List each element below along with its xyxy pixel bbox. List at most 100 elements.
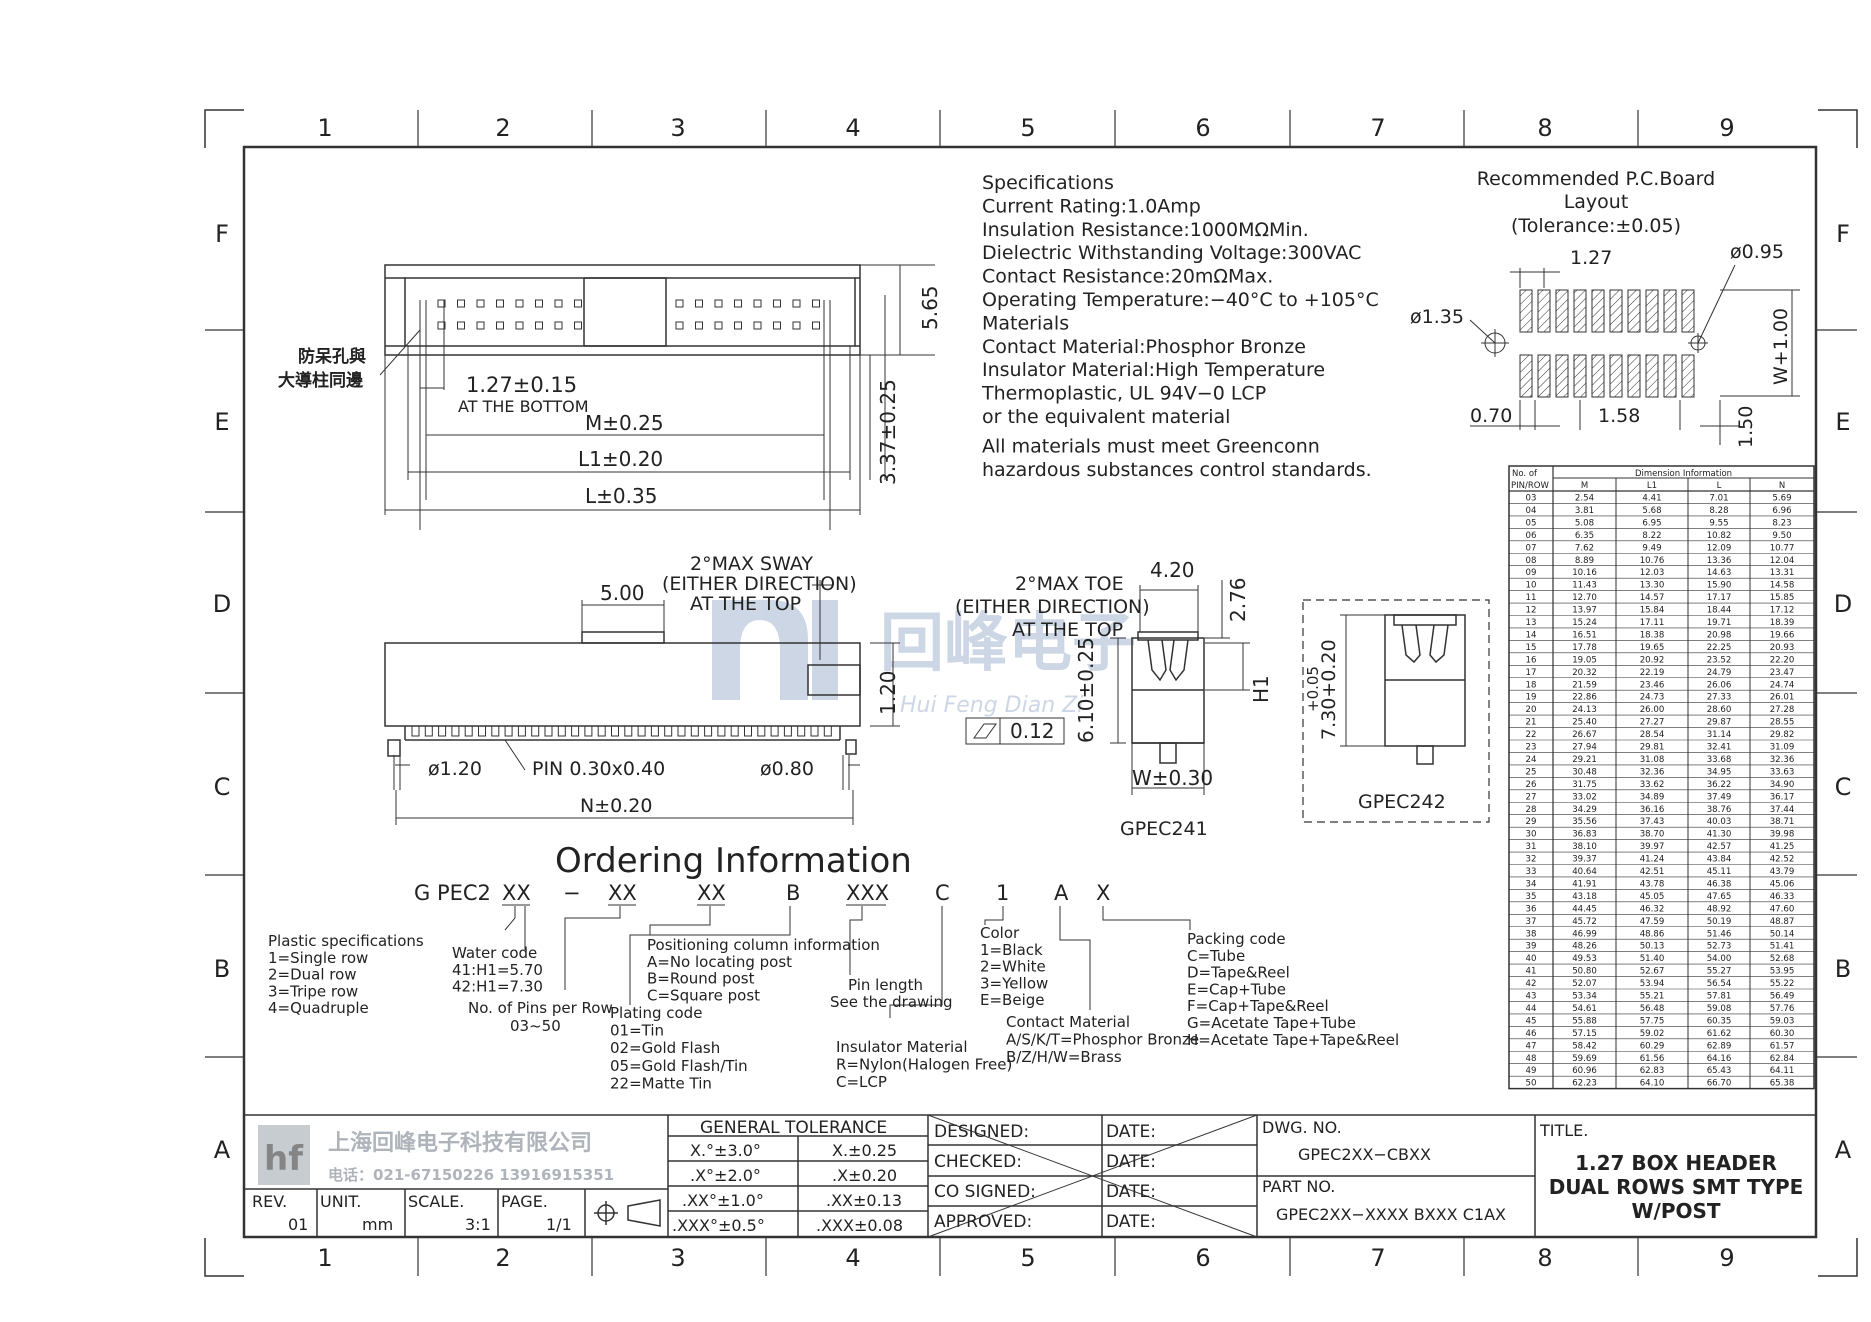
table-cell: 50.80 — [1572, 967, 1597, 977]
dim-phi-120: ø1.20 — [428, 758, 482, 780]
side-pin — [424, 725, 433, 737]
table-cell: 36.22 — [1707, 780, 1732, 790]
table-row-pins: 27 — [1526, 792, 1537, 802]
scale-value: 3:1 — [465, 1215, 491, 1234]
ordering-plastic-line: 2=Dual row — [268, 966, 357, 984]
spec-line: Insulation Resistance:1000MΩMin. — [982, 219, 1309, 241]
pcb-layout: Recommended P.C.Board Layout (Tolerance:… — [1410, 168, 1800, 448]
table-cell: 24.73 — [1640, 693, 1665, 703]
pin-square — [574, 299, 582, 308]
table-cell: 60.96 — [1572, 1066, 1597, 1076]
table-row-pins: 21 — [1526, 718, 1537, 728]
scale-label: SCALE. — [408, 1192, 464, 1211]
col-label-top: 9 — [1719, 114, 1734, 142]
tol-angle-4: .XXX°±0.5° — [672, 1216, 765, 1235]
table-cell: 33.02 — [1572, 792, 1597, 802]
pin-square — [675, 321, 684, 330]
table-cell: 61.56 — [1640, 1054, 1665, 1064]
table-cell: 44.45 — [1572, 904, 1597, 914]
table-cell: 62.83 — [1640, 1066, 1665, 1076]
table-cell: 25.40 — [1572, 718, 1597, 728]
ordering-plastic-line: 4=Quadruple — [268, 999, 369, 1017]
dwg-no-value: GPEC2XX−CBXX — [1298, 1145, 1431, 1164]
table-cell: 45.05 — [1640, 892, 1665, 902]
side-view-text: 2°MAX SWAY (EITHER DIRECTION) AT THE TOP… — [428, 553, 900, 817]
side-pin — [770, 725, 779, 737]
pcb-pad — [1519, 289, 1533, 333]
date-label: DATE: — [1106, 1152, 1156, 1172]
table-cell: 42.51 — [1640, 867, 1665, 877]
table-row-pins: 15 — [1526, 643, 1537, 653]
pin-square — [734, 299, 742, 308]
side-pin — [478, 725, 486, 737]
side-pin — [571, 725, 580, 737]
pcb-pad — [1555, 354, 1569, 398]
table-cell: 38.76 — [1707, 805, 1732, 815]
table-cell: 56.49 — [1770, 992, 1795, 1002]
table-row-pins: 11 — [1526, 593, 1537, 603]
title-line-2: DUAL ROWS SMT TYPE — [1549, 1175, 1804, 1199]
table-cell: 62.89 — [1707, 1041, 1732, 1051]
dwg-no-label: DWG. NO. — [1262, 1118, 1342, 1137]
ordering-plating-line: 05=Gold Flash/Tin — [610, 1057, 748, 1075]
col-label-top: 6 — [1195, 114, 1210, 142]
table-cell: 34.29 — [1572, 805, 1597, 815]
code-color: A — [1054, 881, 1069, 905]
col-label-top: 5 — [1020, 114, 1035, 142]
pcb-dim-pad-gap: 1.58 — [1598, 405, 1640, 427]
pcb-pad — [1663, 354, 1677, 398]
table-row-pins: 49 — [1526, 1066, 1537, 1076]
top-view — [384, 264, 861, 356]
row-label-left: F — [215, 220, 229, 248]
table-cell: 28.60 — [1707, 705, 1732, 715]
designed-label: DESIGNED: — [934, 1122, 1029, 1142]
pin-square — [496, 299, 504, 308]
table-cell: 46.33 — [1770, 892, 1795, 902]
table-cell: 28.54 — [1640, 730, 1665, 740]
table-cell: 10.16 — [1572, 568, 1597, 578]
watermark: 回峰电子 Hui Feng Dian Zi — [712, 600, 1136, 718]
pin-square — [753, 299, 762, 308]
ordering-plating-line: Plating code — [610, 1004, 702, 1022]
table-cell: 14.63 — [1707, 568, 1732, 578]
table-cell: 18.38 — [1640, 631, 1665, 641]
pin-square — [535, 299, 543, 308]
note-fool-proof: 防呆孔與 — [298, 346, 366, 367]
rev-label: REV. — [252, 1192, 287, 1211]
table-cell: 57.75 — [1640, 1016, 1665, 1026]
pcb-dim-pitch: 1.27 — [1570, 247, 1612, 269]
table-row-pins: 04 — [1526, 506, 1537, 516]
table-cell: 39.98 — [1770, 830, 1795, 840]
table-cell: 15.84 — [1640, 606, 1665, 616]
table-row-pins: 42 — [1526, 979, 1537, 989]
table-cell: 51.46 — [1707, 929, 1732, 939]
table-row-pins: 18 — [1526, 680, 1537, 690]
pin-square — [496, 321, 504, 330]
pin-square — [773, 299, 781, 308]
table-cell: 56.54 — [1707, 979, 1732, 989]
logo-icon — [258, 1125, 310, 1185]
table-row-pins: 29 — [1526, 817, 1537, 827]
table-cell: 24.74 — [1770, 680, 1795, 690]
table-cell: 57.15 — [1572, 1029, 1597, 1039]
spec-line: Current Rating:1.0Amp — [982, 195, 1201, 217]
gpec242-text: 7.30+0.20 +0.05 GPEC242 — [1304, 639, 1446, 813]
label-gpec241: GPEC241 — [1120, 818, 1208, 840]
col-label-top: 3 — [670, 114, 685, 142]
table-cell: 12.09 — [1707, 543, 1732, 553]
col-label-bottom: 5 — [1020, 1244, 1035, 1272]
pin-square — [457, 299, 465, 308]
table-cell: 52.07 — [1572, 979, 1597, 989]
watermark-cn: 回峰电子 — [880, 607, 1136, 681]
table-cell: 12.04 — [1770, 556, 1795, 566]
table-cell: 65.43 — [1707, 1066, 1732, 1076]
spec-line: Thermoplastic, UL 94V−0 LCP — [981, 383, 1266, 405]
table-cell: 33.62 — [1640, 780, 1665, 790]
table-row-pins: 31 — [1526, 842, 1537, 852]
ordering-plastic-line: 3=Tripe row — [268, 982, 358, 1000]
table-col-header: L1 — [1647, 481, 1657, 491]
table-cell: 48.92 — [1707, 904, 1732, 914]
dim-pitch-note: AT THE BOTTOM — [458, 397, 589, 416]
pcb-pad — [1681, 354, 1695, 398]
side-pin — [504, 725, 513, 737]
